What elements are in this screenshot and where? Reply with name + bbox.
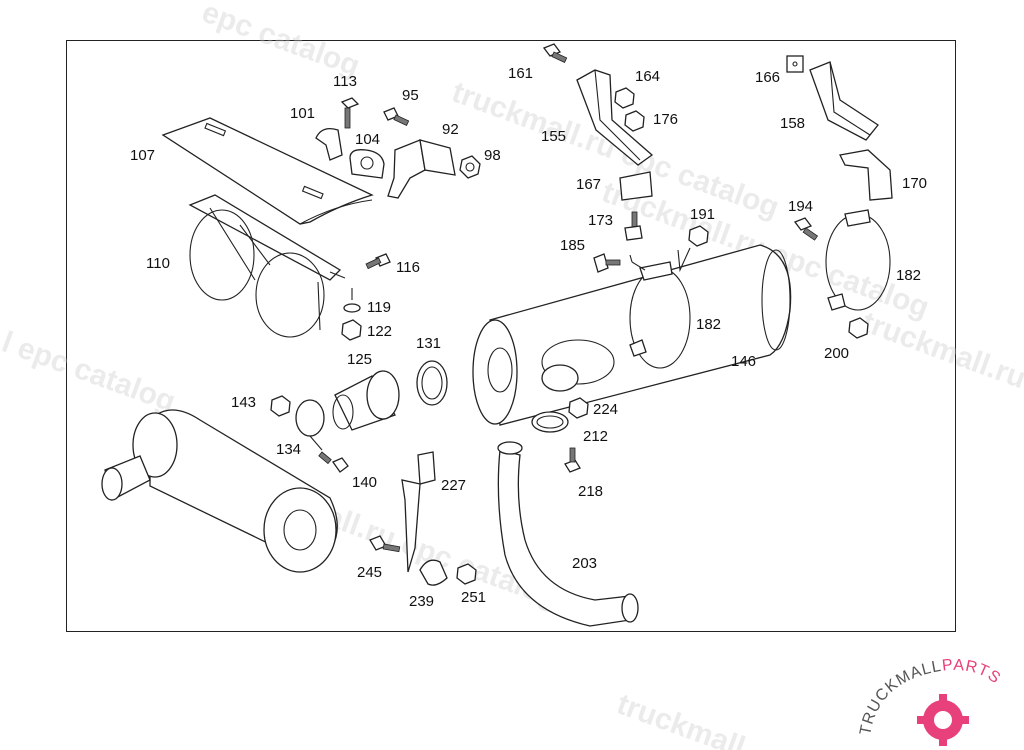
callout-143: 143: [231, 394, 256, 411]
leader-lines: [329, 247, 691, 300]
callout-98: 98: [484, 147, 501, 164]
callout-227: 227: [441, 477, 466, 494]
callout-173: 173: [588, 212, 613, 229]
callout-155: 155: [541, 128, 566, 145]
callout-185: 185: [560, 237, 585, 254]
callout-161: 161: [508, 65, 533, 82]
bolt-218: [564, 447, 581, 473]
bracket-92: [387, 139, 456, 199]
callout-194: 194: [788, 198, 813, 215]
clamp-ring-131: [416, 360, 448, 406]
main-muffler-146: [472, 244, 792, 426]
callout-182-right: 182: [896, 267, 921, 284]
clamp-134: [295, 399, 325, 451]
pipe-125: [332, 370, 400, 431]
callout-239: 239: [409, 593, 434, 610]
callout-125: 125: [347, 351, 372, 368]
nut-224: [568, 397, 589, 419]
heat-shield-107: [161, 117, 374, 225]
callout-251: 251: [461, 589, 486, 606]
block-167: [619, 171, 653, 201]
callout-158: 158: [780, 115, 805, 132]
callout-170: 170: [902, 175, 927, 192]
callout-110: 110: [146, 255, 170, 272]
pipe-203: [497, 441, 639, 627]
clamp-212: [531, 411, 569, 433]
strap-227: [401, 451, 436, 573]
clamp-band-182a: [629, 261, 691, 369]
bracket-158: [809, 61, 879, 141]
clip-239: [419, 559, 448, 586]
callout-176: 176: [653, 111, 678, 128]
watermark-text: l epc catalog: [0, 326, 180, 419]
bolt-245: [369, 535, 401, 553]
callout-146: 146: [731, 353, 756, 370]
callout-119: 119: [367, 299, 391, 316]
callout-113: 113: [333, 73, 357, 90]
nut-122: [341, 319, 362, 341]
callout-224: 224: [593, 401, 618, 418]
callout-107: 107: [130, 147, 155, 164]
callout-122: 122: [367, 323, 392, 340]
callout-218: 218: [578, 483, 603, 500]
callout-200: 200: [824, 345, 849, 362]
bolt-116: [365, 253, 391, 270]
callout-131: 131: [416, 335, 441, 352]
callout-104: 104: [355, 131, 380, 148]
bolt-113: [340, 97, 360, 129]
callout-164: 164: [635, 68, 660, 85]
bolt-95: [383, 107, 410, 126]
callout-116: 116: [396, 259, 420, 276]
callout-166: 166: [755, 69, 780, 86]
nut-176: [624, 110, 645, 132]
gear-icon: [917, 694, 969, 746]
callout-191: 191: [690, 206, 715, 223]
clip-101: [315, 127, 343, 161]
watermark-text: truckmall.ru e: [858, 306, 1024, 404]
callout-101: 101: [290, 105, 315, 122]
callout-212: 212: [583, 428, 608, 445]
bolt-194: [793, 217, 819, 241]
logo-text-b: PARTS: [941, 658, 1004, 688]
bracket-155: [576, 69, 654, 166]
callout-167: 167: [576, 176, 601, 193]
bolt-173: [624, 211, 643, 241]
bolt-140: [318, 451, 349, 473]
callout-245: 245: [357, 564, 382, 581]
nut-191: [688, 225, 709, 247]
callout-95: 95: [402, 87, 419, 104]
nut-251: [456, 563, 477, 585]
nut-143: [270, 395, 291, 417]
bracket-170: [839, 149, 893, 201]
plate-166: [786, 55, 804, 73]
clamp-bracket-110: [188, 194, 342, 338]
rubber-mount-104: [349, 149, 385, 179]
nut-164: [614, 87, 635, 109]
watermark-text: epc catalog: [198, 0, 364, 83]
bolt-185: [593, 253, 621, 273]
diagram-frame: [66, 40, 956, 632]
callout-92: 92: [442, 121, 459, 138]
nut-200: [848, 317, 869, 339]
muffler-left: [101, 409, 338, 573]
callout-182: 182: [696, 316, 721, 333]
bolt-161: [542, 43, 568, 63]
watermark-text: truckmall: [613, 688, 750, 750]
nut-98: [459, 155, 481, 179]
clamp-band-182b: [825, 209, 891, 311]
callout-134: 134: [276, 441, 301, 458]
callout-203: 203: [572, 555, 597, 572]
callout-140: 140: [352, 474, 377, 491]
washer-119: [343, 303, 361, 313]
callout-labels: 113 101 95 104 92 98 107 110 116 119 122…: [130, 65, 927, 610]
truckmall-parts-logo: TRUCKMALLPARTS: [858, 658, 1004, 746]
